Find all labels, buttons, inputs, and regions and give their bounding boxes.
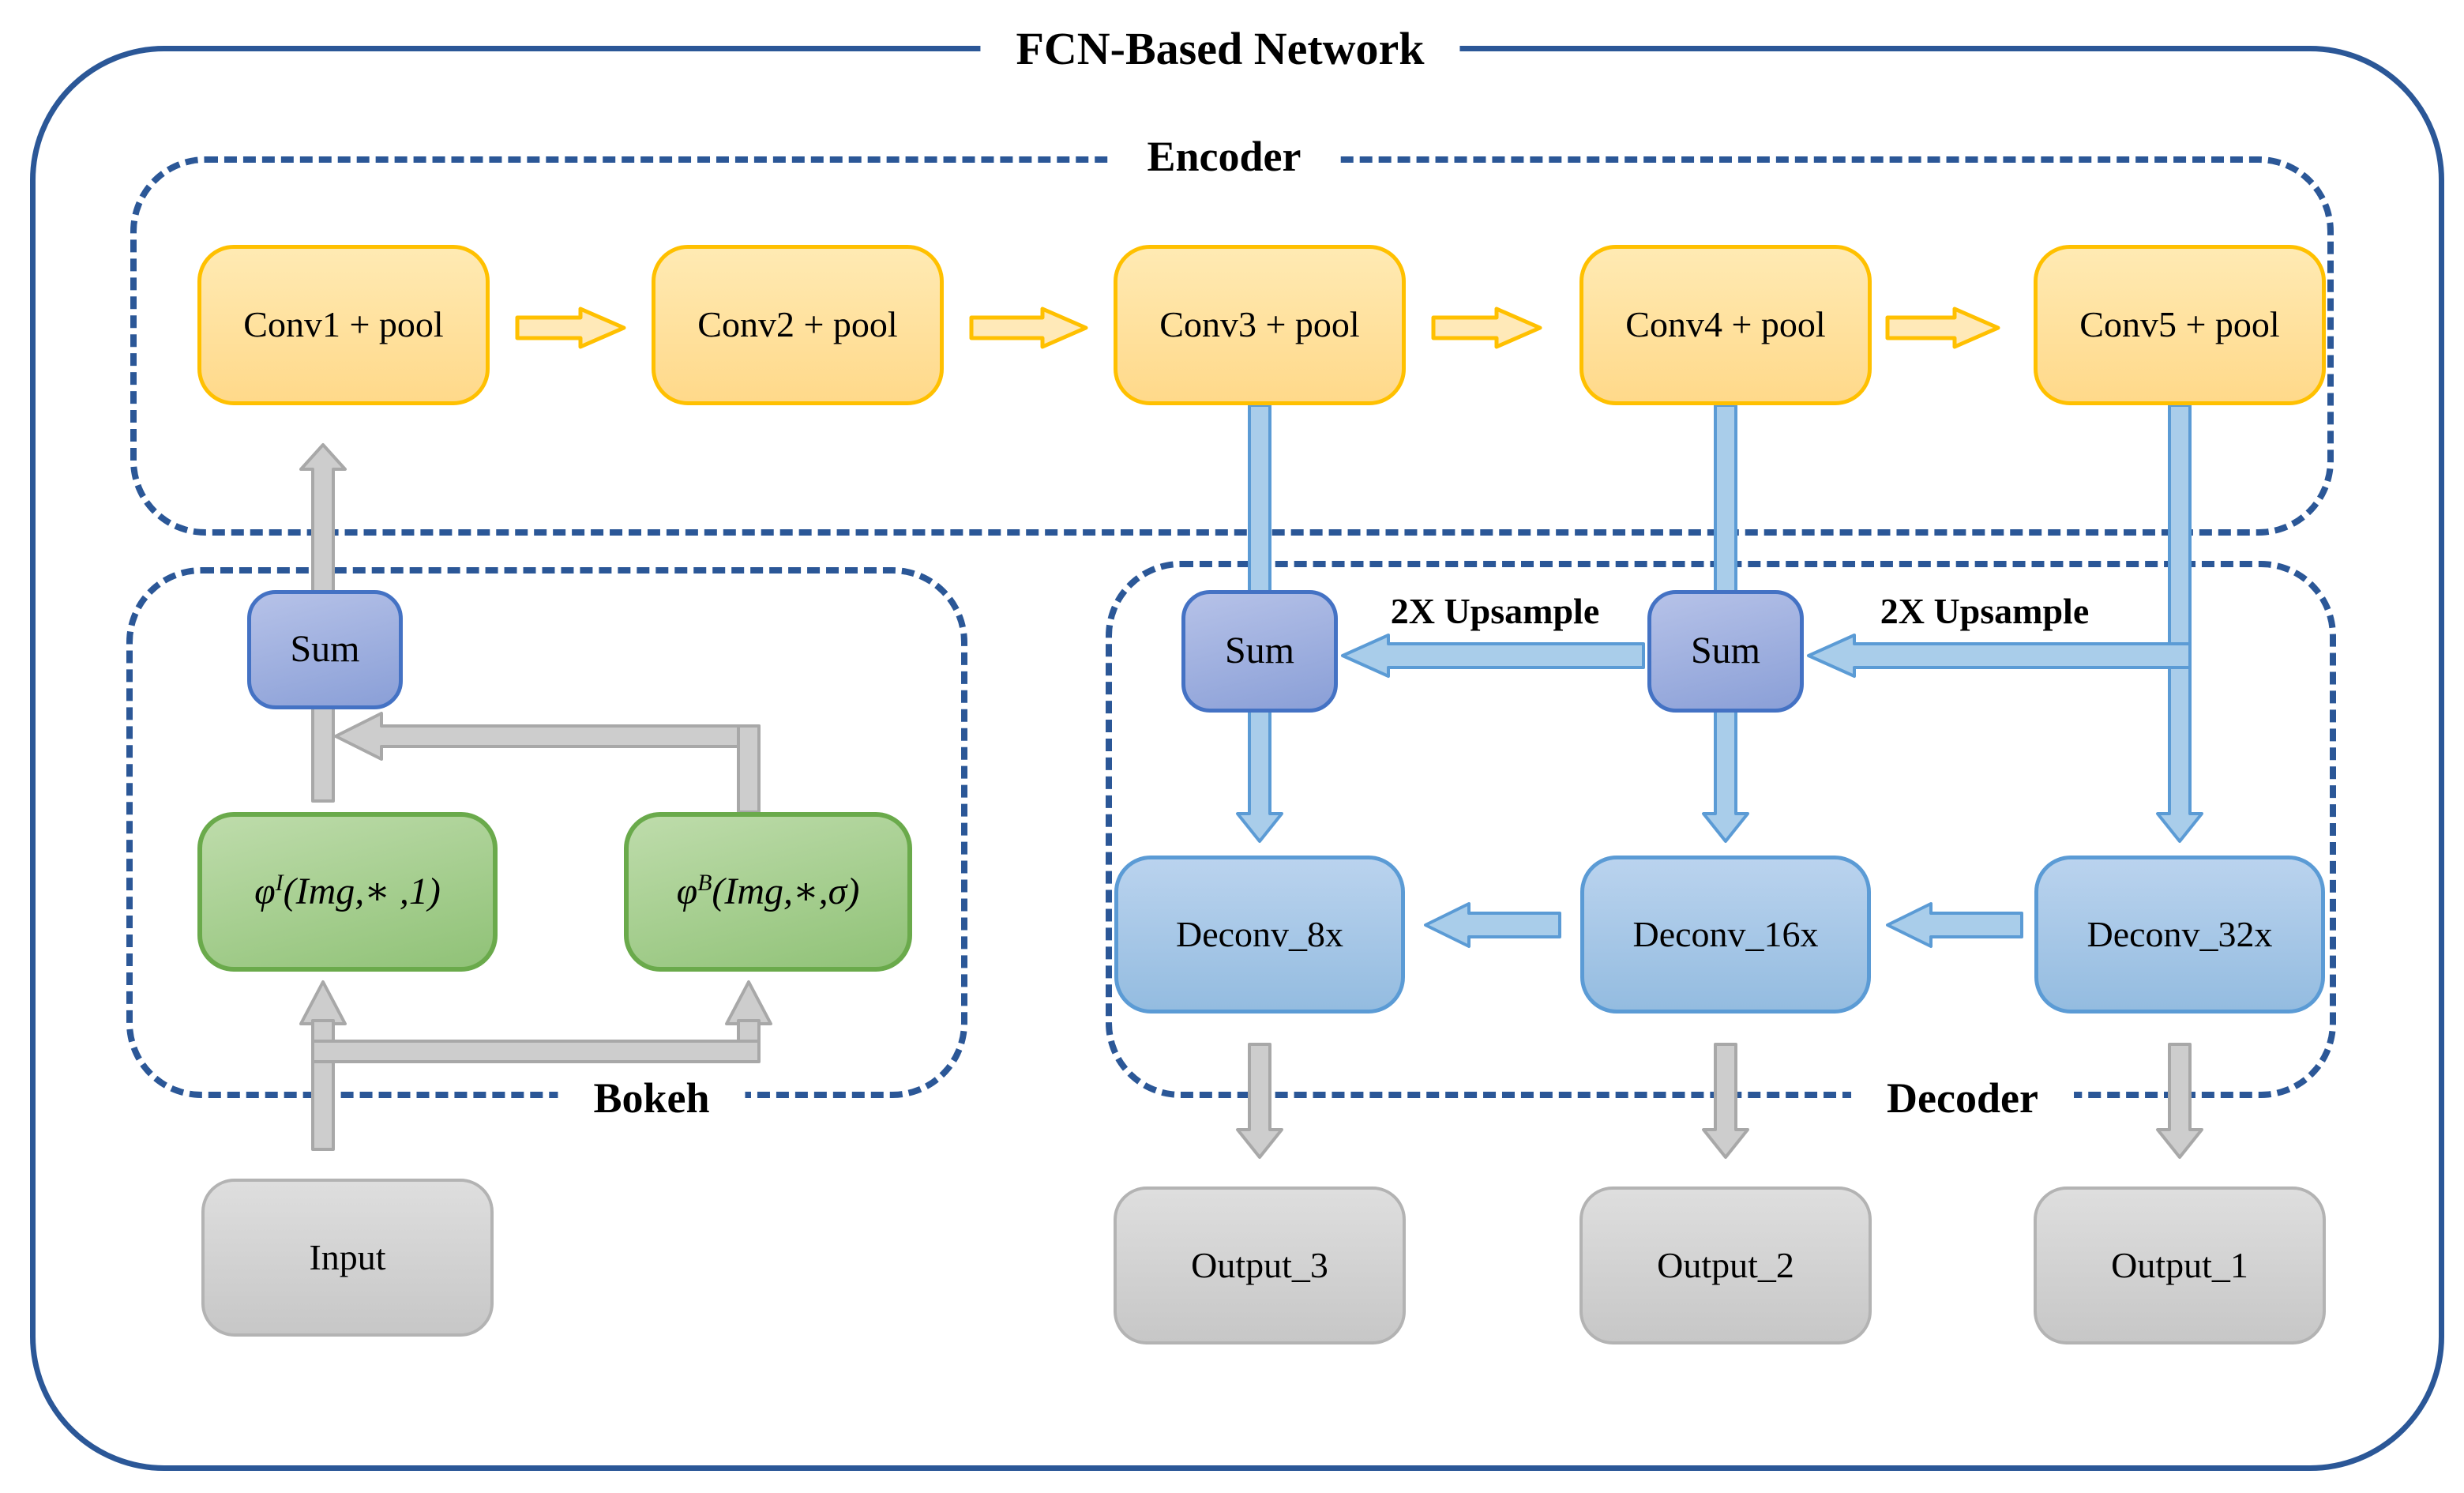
arrow-conv1-to-conv2	[515, 306, 626, 349]
input-box: Input	[201, 1179, 494, 1337]
arrowhead-input-to-phi-identity	[299, 980, 347, 1025]
phi-blur-formula: φB(Img,∗,σ)	[676, 869, 860, 912]
arrowhead-input-to-phi-blur	[725, 980, 772, 1025]
arrow-conv4-to-conv5	[1885, 306, 2000, 349]
arrow-upsample-sum2-to-sum1	[1341, 634, 1645, 678]
output2-box: Output_2	[1579, 1187, 1872, 1344]
arrow-deconv16-to-deconv8	[1424, 902, 1561, 948]
deconv-32x-label: Deconv_32x	[2087, 913, 2273, 954]
arrow-deconv8-to-output3	[1236, 1043, 1283, 1159]
arrow-conv2-to-conv3	[969, 306, 1088, 349]
deconv-8x-box: Deconv_8x	[1114, 856, 1405, 1014]
decoder-sum-left-label: Sum	[1224, 630, 1295, 672]
bar-phi-identity-to-sum	[311, 706, 335, 803]
input-label: Input	[309, 1236, 386, 1277]
bar-input-riser	[311, 1060, 335, 1151]
diagram-title: FCN-Based Network	[980, 24, 1460, 74]
conv2-pool-label: Conv2 + pool	[697, 304, 898, 345]
conv3-pool-box: Conv3 + pool	[1114, 245, 1406, 405]
arrow-sum-to-deconv8	[1236, 709, 1283, 843]
conv2-pool-box: Conv2 + pool	[652, 245, 944, 405]
conv5-pool-box: Conv5 + pool	[2034, 245, 2326, 405]
conv1-pool-box: Conv1 + pool	[197, 245, 490, 405]
conv5-pool-label: Conv5 + pool	[2079, 304, 2280, 345]
output3-box: Output_3	[1114, 1187, 1406, 1344]
bar-conv4-to-sum	[1714, 404, 1737, 593]
arrow-sum-to-deconv16	[1702, 709, 1749, 843]
output1-label: Output_1	[2111, 1244, 2248, 1285]
output2-label: Output_2	[1657, 1244, 1794, 1285]
decoder-sum-mid-label: Sum	[1690, 630, 1761, 672]
phi-identity-formula: φI(Img,∗ ,1)	[254, 869, 441, 912]
arrow-upsample-conv5-to-sum2	[1807, 634, 2192, 678]
arrow-conv5-to-deconv32	[2156, 404, 2203, 843]
bar-conv3-to-sum	[1248, 404, 1271, 593]
conv1-pool-label: Conv1 + pool	[243, 304, 444, 345]
encoder-section-label: Encoder	[1111, 130, 1337, 182]
arrow-phi-blur-to-sum-line	[334, 712, 761, 761]
deconv-8x-label: Deconv_8x	[1175, 913, 1344, 954]
deconv-16x-box: Deconv_16x	[1580, 856, 1871, 1014]
arrow-conv3-to-conv4	[1431, 306, 1542, 349]
arrow-deconv16-to-output2	[1702, 1043, 1749, 1159]
deconv-32x-box: Deconv_32x	[2034, 856, 2325, 1014]
bokeh-frame	[126, 567, 967, 1098]
phi-identity-box: φI(Img,∗ ,1)	[197, 812, 498, 972]
arrow-deconv32-to-output1	[2156, 1043, 2203, 1159]
deconv-16x-label: Deconv_16x	[1632, 913, 1819, 954]
conv4-pool-box: Conv4 + pool	[1579, 245, 1872, 405]
output1-box: Output_1	[2034, 1187, 2326, 1344]
arrow-sum-to-conv1	[299, 443, 347, 593]
upsample-label-left: 2X Upsample	[1382, 592, 1608, 630]
phi-blur-box: φB(Img,∗,σ)	[624, 812, 912, 972]
arrow-deconv32-to-deconv16	[1886, 902, 2023, 948]
bar-phi-blur-up-leg	[737, 724, 761, 814]
bokeh-sum-label: Sum	[290, 628, 360, 671]
decoder-sum-left-box: Sum	[1181, 590, 1338, 713]
output3-label: Output_3	[1191, 1244, 1328, 1285]
conv3-pool-label: Conv3 + pool	[1159, 304, 1360, 345]
decoder-section-label: Decoder	[1851, 1072, 2074, 1124]
bar-input-split	[311, 1040, 761, 1063]
decoder-sum-mid-box: Sum	[1647, 590, 1804, 713]
upsample-label-right: 2X Upsample	[1872, 592, 2098, 630]
bokeh-section-label: Bokeh	[558, 1072, 746, 1124]
bokeh-sum-box: Sum	[247, 590, 403, 709]
conv4-pool-label: Conv4 + pool	[1625, 304, 1826, 345]
